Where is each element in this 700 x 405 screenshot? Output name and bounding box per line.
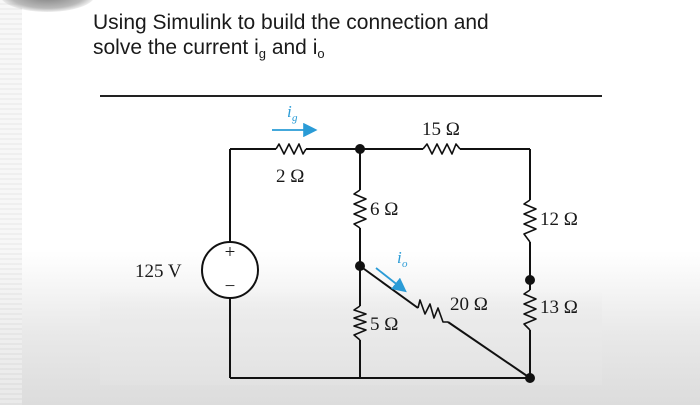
io-arrow [375,267,407,293]
node-right-middle [525,275,535,285]
resistor-6-ohm-label: 6 Ω [370,199,398,220]
ig-subscript: g [292,112,298,124]
ig-label: i [287,102,292,121]
node-middle [355,261,365,271]
title-line-2: solve the current ig and io [93,35,653,60]
resistor-12-ohm-label: 12 Ω [540,209,578,230]
resistor-12-ohm [523,199,537,243]
left-decorative-strip [0,0,22,405]
io-subscript: o [402,258,408,270]
title-sub-g: g [258,46,266,61]
resistor-2-ohm-label: 2 Ω [276,166,304,187]
resistor-6-ohm [353,189,367,229]
source-plus-sign: + [225,242,236,263]
io-label: i [397,248,402,267]
node-top-middle [355,144,365,154]
resistor-13-ohm-label: 13 Ω [540,297,578,318]
resistor-5-ohm-label: 5 Ω [370,314,398,335]
resistor-5-ohm [353,305,367,341]
resistor-20-ohm-label: 20 Ω [450,294,488,315]
top-decorative-blob [0,0,95,12]
title-sub-o: o [317,46,325,61]
resistor-2-ohm [275,143,307,155]
figure-top-rule [100,95,602,97]
voltage-source: + − [201,241,259,299]
resistor-20-ohm [417,299,448,323]
title-line-2-prefix: solve the current i [93,36,259,59]
resistor-13-ohm [523,289,537,331]
title-line-2-mid: and i [265,36,318,59]
title-line-1: Using Simulink to build the connection a… [93,11,489,34]
source-label: 125 V [135,261,182,282]
resistor-15-ohm-label: 15 Ω [422,119,460,140]
circuit-wires [229,148,531,379]
circuit-nodes [355,144,535,383]
source-minus-sign: − [225,276,236,297]
resistor-15-ohm [422,143,461,155]
node-bottom-right [525,373,535,383]
question-title: Using Simulink to build the connection a… [93,10,653,60]
